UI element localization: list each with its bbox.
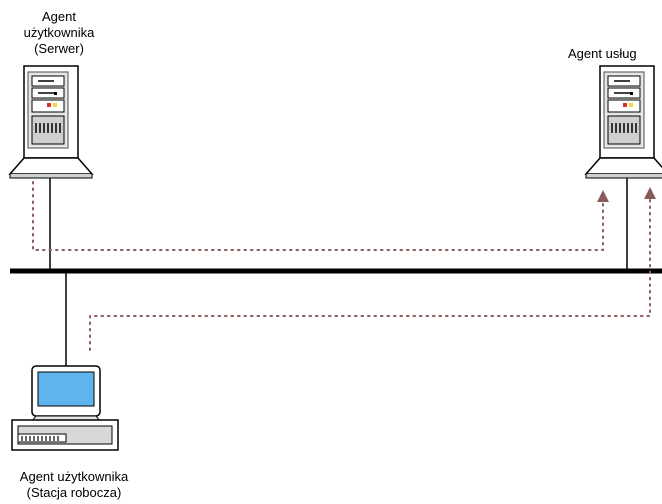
workstation-to-service-flow [89,198,651,351]
workstation-agent-label-line-2: (Stacja robocza) [26,485,122,500]
server-agent-label-line-3: (Serwer) [34,41,84,56]
service-agent-label-line-1: Agent usług [568,46,637,61]
workstation-to-service-arrowhead [644,187,656,199]
server-to-service-arrowhead [597,190,609,202]
workstation-icon [11,365,119,451]
server-to-service-flow [32,181,604,251]
server-agent-label-line-2: użytkownika [23,25,95,40]
workstation-agent-label-line-1: Agent użytkownika [19,469,129,484]
workstation-agent-label: Agent użytkownika (Stacja robocza) [0,469,148,501]
service-tower-icon [585,65,662,179]
server-agent-label: Agent użytkownika (Serwer) [0,9,118,57]
service-agent-label: Agent usług [568,46,637,62]
server-agent-label-line-1: Agent [42,9,76,24]
server-tower-icon [9,65,93,179]
